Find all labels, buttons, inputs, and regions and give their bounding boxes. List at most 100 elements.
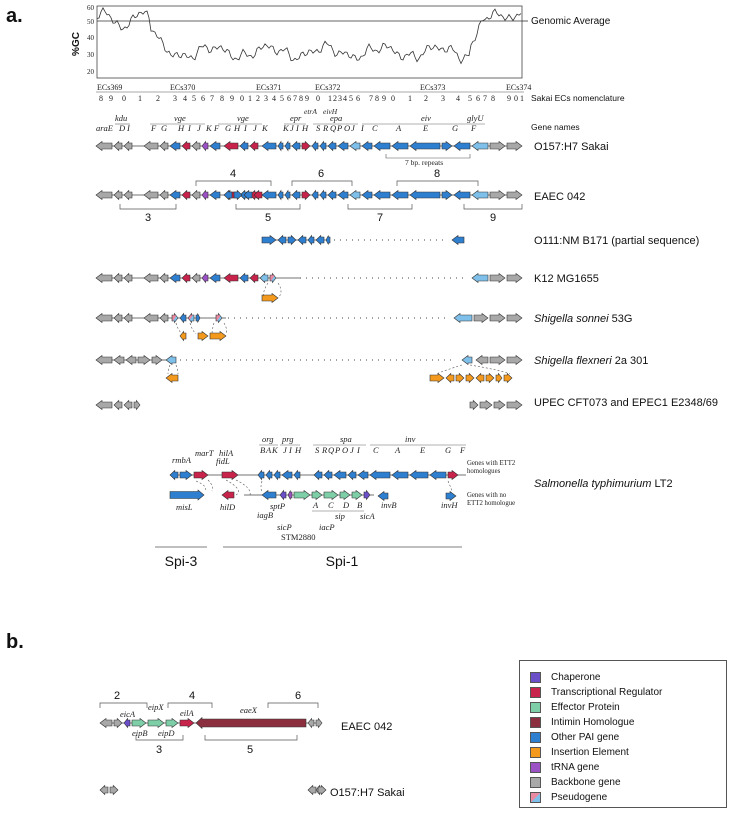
gene-arrow [281, 469, 293, 481]
legend-item-intimin: Intimin Homologue [530, 716, 634, 728]
gene-arrow [311, 189, 319, 201]
gene-name: eivH [323, 107, 338, 116]
strain-label: O157:H7 Sakai [534, 141, 609, 153]
salmonella-gene: prg [281, 434, 294, 444]
gene-arrow [361, 189, 373, 201]
insertion-link [435, 364, 463, 375]
gene-arrow [257, 469, 265, 481]
gene-letter: F [150, 123, 157, 133]
ecs-digit: 3 [173, 94, 177, 103]
gene-arrow [143, 312, 159, 324]
ecs-digit: 8 [299, 94, 303, 103]
ecs-digit: 9 [109, 94, 113, 103]
ecs-digit: 1 [248, 94, 252, 103]
ecs-digit: 0 [316, 94, 320, 103]
gene-arrow [169, 469, 179, 481]
gene-arrow [179, 469, 193, 481]
ecs-digit: 1 [520, 94, 524, 103]
ecs-digit: 6 [201, 94, 205, 103]
ecs-group: ECs370 [170, 83, 195, 92]
gene-arrow [339, 489, 351, 501]
gene-letter: O [344, 123, 350, 133]
ecs-digit: 7 [483, 94, 487, 103]
strain-label-rest: 53G [609, 313, 633, 325]
gene-arrow [179, 717, 195, 729]
salmonella-letter: H [294, 445, 302, 455]
gene-arrow [233, 189, 243, 201]
strain-label-italic: Salmonella typhimurium [534, 478, 651, 490]
gene-arrow [333, 469, 347, 481]
ecs-digit: 4 [456, 94, 460, 103]
ecs-digit: 0 [514, 94, 518, 103]
strain-label-italic: Shigella sonnei [534, 313, 609, 325]
gene-arrow [323, 469, 333, 481]
salmonella-letter: S [315, 445, 320, 455]
gene-name: eiv [421, 113, 431, 123]
region-label: 9 [490, 212, 496, 224]
gene-arrow [301, 140, 311, 152]
gene-arrow [191, 189, 201, 201]
ecs-digit: 4 [183, 94, 187, 103]
gene-arrow [181, 189, 191, 201]
gene-name: vge [174, 113, 186, 123]
ecs-digit: 5 [280, 94, 284, 103]
gc-tick: 30 [87, 51, 95, 59]
panel-b-label: b. [6, 631, 24, 653]
legend-label: Effector Protein [551, 701, 620, 713]
strain-label-rest: LT2 [651, 478, 672, 490]
gene-label-b: eaeX [240, 705, 258, 715]
legend-swatch [530, 716, 541, 728]
gene-arrow [429, 372, 445, 384]
gene-letter: K [282, 123, 290, 133]
ecs-digit: 2 [333, 94, 337, 103]
gene-letter: I [243, 123, 248, 133]
gene-arrow [165, 372, 179, 384]
gene-letter: I [187, 123, 192, 133]
ecs-digit: 9 [382, 94, 386, 103]
gene-arrow [311, 489, 323, 501]
gene-arrow [315, 234, 325, 246]
gene-arrow [159, 189, 169, 201]
gene-letter: Q [330, 123, 336, 133]
ecs-group: ECs369 [97, 83, 122, 92]
gene-label-b: eipX [148, 702, 164, 712]
gene-arrow [469, 399, 479, 411]
gene-arrow [169, 272, 181, 284]
sip-letter: C [328, 500, 334, 510]
gc-tick: 40 [87, 34, 95, 42]
gene-arrow [284, 140, 291, 152]
sip-letter: D [342, 500, 350, 510]
gene-arrow [337, 189, 349, 201]
gene-letter: R [322, 123, 329, 133]
gene-arrow [445, 490, 457, 502]
strain-label: O111:NM B171 (partial sequence) [534, 235, 699, 247]
insertion-link [260, 480, 263, 493]
legend: Chaperone Transcriptional Regulator Effe… [519, 660, 727, 808]
ecs-digit: 5 [468, 94, 472, 103]
gene-arrow [123, 312, 133, 324]
gene-arrow [327, 140, 337, 152]
gene-arrow [453, 312, 473, 324]
gene-arrow [279, 489, 287, 501]
gene-arrow [506, 312, 523, 324]
ecs-digit: 0 [240, 94, 244, 103]
legend-swatch [530, 731, 541, 743]
gene-arrow [95, 272, 113, 284]
gene-arrow [179, 312, 187, 324]
strain-label: Salmonella typhimurium LT2 [534, 478, 673, 490]
gene-arrow [307, 717, 315, 729]
legend-label: Pseudogene [551, 791, 608, 803]
ecs-group: ECs371 [256, 83, 281, 92]
region-label-b: 6 [295, 690, 301, 702]
legend-label: Backbone gene [551, 776, 621, 788]
gene-arrow [489, 189, 506, 201]
gene-letter: P [336, 123, 342, 133]
ecs-digit: 5 [349, 94, 353, 103]
gene-arrow [133, 399, 141, 411]
salmonella-letter: C [373, 445, 379, 455]
gene-arrow [313, 469, 323, 481]
gene-arrow [506, 354, 523, 366]
gene-arrow [143, 140, 159, 152]
salmonella-letter: E [419, 445, 426, 455]
salmonella-letter: I [288, 445, 293, 455]
